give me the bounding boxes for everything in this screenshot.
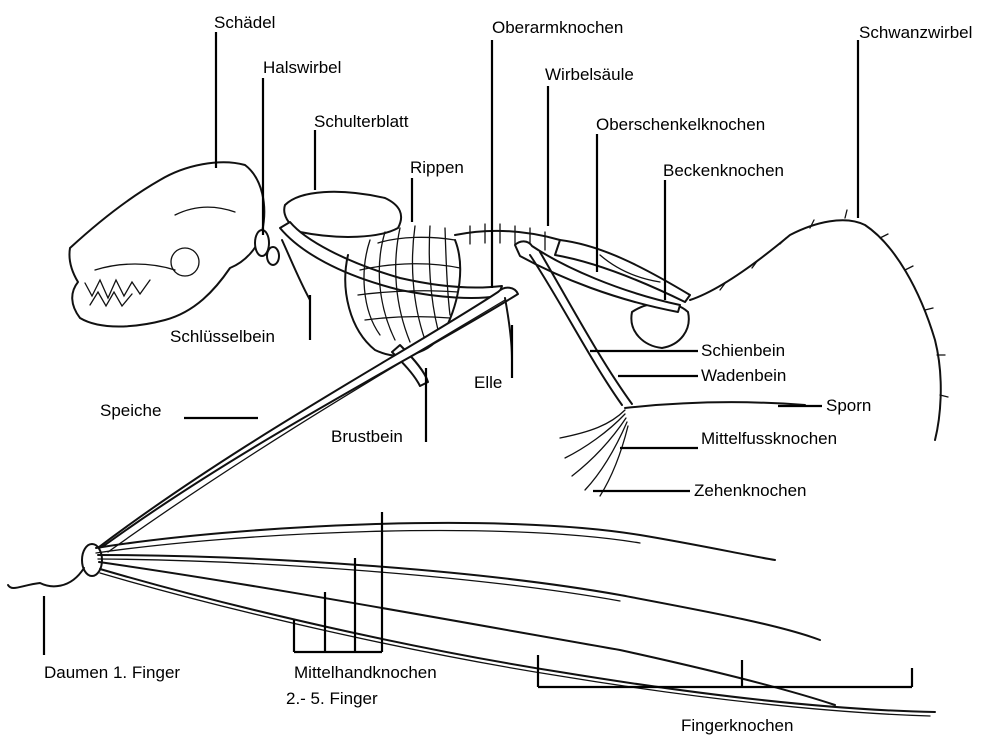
label-schienbein: Schienbein: [701, 341, 785, 360]
label-sporn: Sporn: [826, 396, 871, 415]
label-brustbein: Brustbein: [331, 427, 403, 446]
labels: Schädel Halswirbel Schulterblatt Rippen …: [44, 13, 972, 735]
label-zehenknochen: Zehenknochen: [694, 481, 806, 500]
label-speiche: Speiche: [100, 401, 161, 420]
label-schluesselbein: Schlüsselbein: [170, 327, 275, 346]
label-schwanzwirbel: Schwanzwirbel: [859, 23, 972, 42]
label-rippen: Rippen: [410, 158, 464, 177]
label-mittelfussknochen: Mittelfussknochen: [701, 429, 837, 448]
label-schaedel: Schädel: [214, 13, 275, 32]
label-oberschenkelknochen: Oberschenkelknochen: [596, 115, 765, 134]
label-mittelhandknochen: Mittelhandknochen: [294, 663, 437, 682]
wrist-drawing: [82, 544, 102, 576]
shoulder-blade-drawing: [284, 192, 401, 237]
label-schulterblatt: Schulterblatt: [314, 112, 409, 131]
spine-drawing: [455, 224, 560, 250]
label-finger-range: 2.- 5. Finger: [286, 689, 378, 708]
label-elle: Elle: [474, 373, 502, 392]
label-daumen: Daumen 1. Finger: [44, 663, 180, 682]
label-beckenknochen: Beckenknochen: [663, 161, 784, 180]
leader-fingerknochen: [538, 655, 912, 687]
label-fingerknochen: Fingerknochen: [681, 716, 793, 735]
neck-drawing: [255, 230, 279, 265]
label-oberarmknochen: Oberarmknochen: [492, 18, 623, 37]
label-halswirbel: Halswirbel: [263, 58, 341, 77]
foot-drawing: [560, 410, 628, 496]
label-wirbelsaeule: Wirbelsäule: [545, 65, 634, 84]
label-wadenbein: Wadenbein: [701, 366, 786, 385]
skull-drawing: [69, 162, 264, 326]
